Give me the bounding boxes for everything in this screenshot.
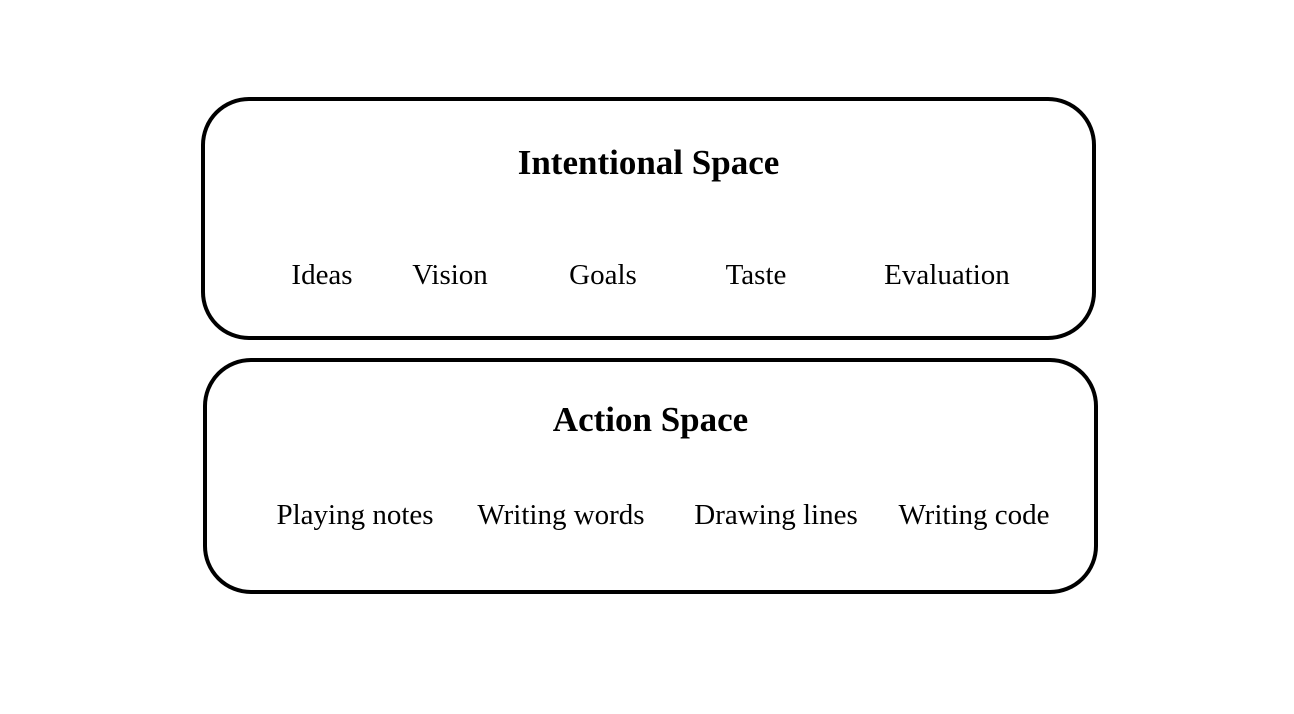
item-writing-words: Writing words (477, 499, 645, 531)
item-vision: Vision (412, 259, 488, 291)
item-ideas: Ideas (291, 259, 353, 291)
item-taste: Taste (725, 259, 787, 291)
action-space-box: Action Space Playing notes Writing words… (203, 358, 1098, 594)
item-writing-code: Writing code (898, 499, 1050, 531)
action-space-title: Action Space (552, 400, 749, 439)
intentional-space-box: Intentional Space Ideas Vision Goals Tas… (201, 97, 1096, 340)
intentional-space-title: Intentional Space (517, 143, 780, 182)
item-drawing-lines: Drawing lines (694, 499, 858, 531)
item-evaluation: Evaluation (884, 259, 1010, 291)
item-playing-notes: Playing notes (276, 499, 434, 531)
item-goals: Goals (569, 259, 637, 291)
